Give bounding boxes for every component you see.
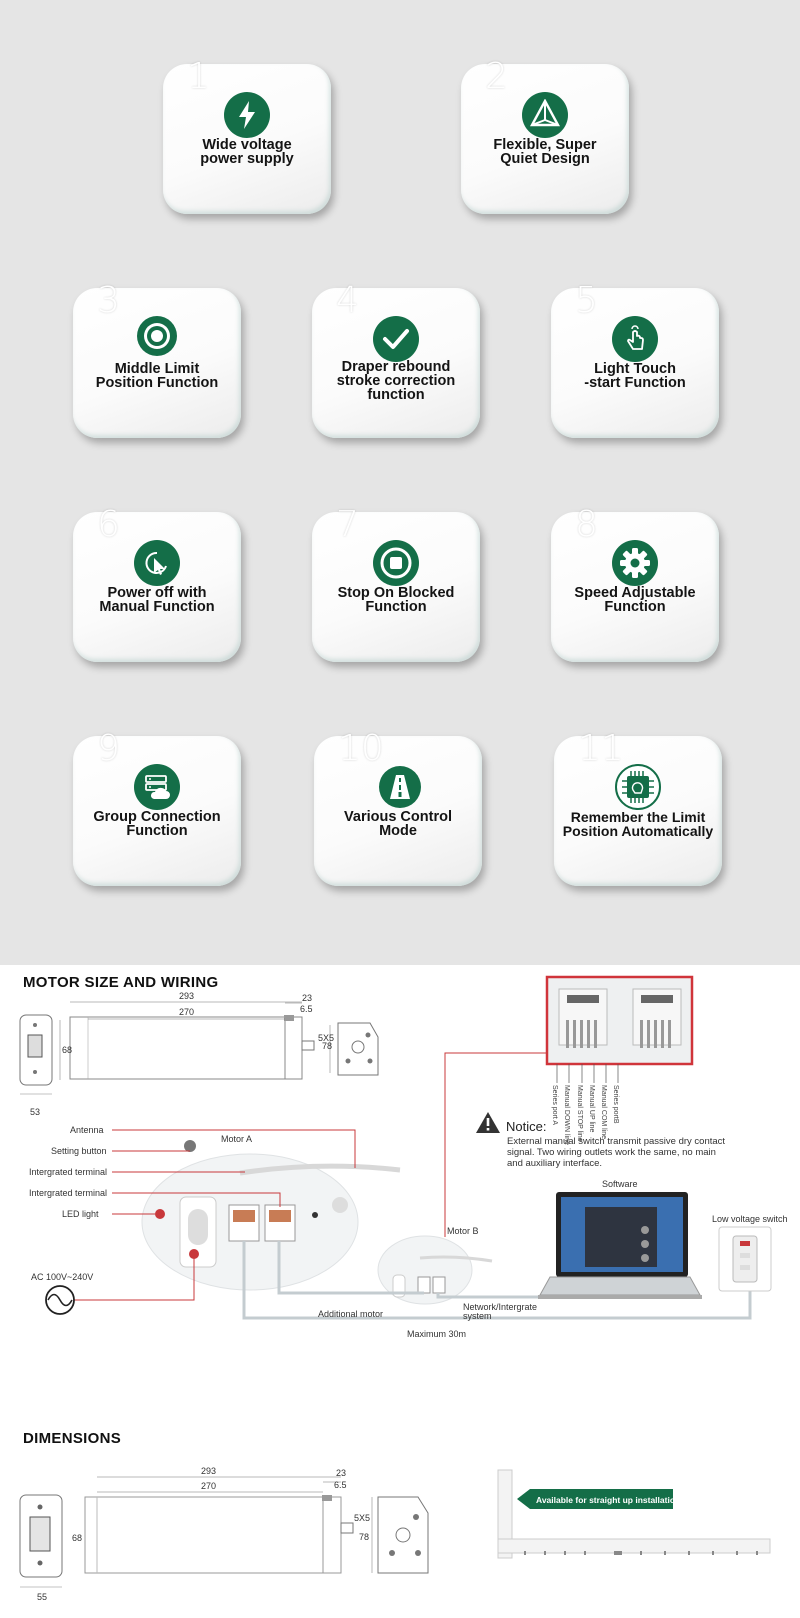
cloud-server-icon <box>134 764 180 810</box>
feature-card-6: 6 Power off with Manual Function <box>73 504 241 662</box>
chip-brain-icon <box>615 764 661 810</box>
feature-label: Group Connection Function <box>93 809 221 839</box>
feature-card-11: 11 Remember the Limit Position Automatic… <box>554 728 722 886</box>
maximum-distance-label: Maximum 30m <box>407 1329 466 1339</box>
dimensions-title: DIMENSIONS <box>23 1430 122 1447</box>
feature-number: 1 <box>187 56 210 97</box>
port-line-label: Manual COM line <box>600 1085 607 1139</box>
feature-number: 5 <box>575 280 598 321</box>
gear-icon <box>612 540 658 586</box>
additional-motor-label: Additional motor <box>318 1309 383 1319</box>
feature-label: Remember the Limit Position Automaticall… <box>562 809 714 839</box>
dimension-length-body: 270 <box>201 1481 216 1491</box>
dim-end-b: 6.5 <box>300 1004 313 1014</box>
port-line-label: Series port A <box>551 1085 558 1125</box>
motor-b-label: Motor B <box>447 1226 479 1236</box>
dim-length-total: 293 <box>179 991 194 1001</box>
dimension-length-total: 293 <box>201 1466 216 1476</box>
feature-number: 10 <box>338 728 384 769</box>
cursor-icon <box>134 540 180 586</box>
feature-card-2: 2 Flexible, Super Quiet Design <box>461 56 629 214</box>
feature-label: Stop On Blocked Function <box>337 585 455 615</box>
notice-text: External manual switch transmit passive … <box>507 1136 726 1169</box>
feature-card-9: 9 Group Connection Function <box>73 728 241 886</box>
feature-number: 3 <box>97 280 120 321</box>
setting-button-label: Setting button <box>51 1146 107 1156</box>
dimensions-drawing: 293 270 23 6.5 5X5 68 55 78 Available fo… <box>19 1466 771 1602</box>
feature-label: Flexible, Super Quiet Design <box>493 137 597 167</box>
terminal-label-2: Intergrated terminal <box>29 1188 107 1198</box>
feature-number: 6 <box>97 504 120 545</box>
rail-installation-drawing <box>497 1469 771 1559</box>
motor-a-label: Motor A <box>221 1134 252 1144</box>
feature-card-8: 8 Speed Adjustable Function <box>551 504 719 662</box>
touch-hand-icon <box>612 316 658 362</box>
feature-card-10: 10 Various Control Mode <box>314 728 482 886</box>
stop-icon <box>373 540 419 586</box>
port-line-label: Series portB <box>612 1085 619 1124</box>
road-icon <box>379 766 421 808</box>
feature-label: Draper rebound stroke correction functio… <box>336 359 456 403</box>
antenna-label: Antenna <box>70 1125 104 1135</box>
feature-number: 7 <box>336 504 359 545</box>
check-icon <box>373 316 419 362</box>
dimension-shaft: 5X5 <box>354 1513 370 1523</box>
warning-icon <box>476 1112 500 1133</box>
feature-number: 4 <box>336 280 359 321</box>
dim-shaft: 5X5 <box>318 1033 334 1043</box>
port-line-label: Manual UP line <box>588 1085 595 1132</box>
low-voltage-switch-label: Low voltage switch <box>712 1214 788 1224</box>
dimension-height-right: 78 <box>359 1532 369 1542</box>
features-panel: 1 Wide voltage power supply 2 Flexible, … <box>0 0 800 965</box>
terminal-label-1: Intergrated terminal <box>29 1167 107 1177</box>
feature-card-3: 3 Middle Limit Position Function <box>73 280 241 438</box>
wiring-diagram: 293 270 23 6.5 5X5 68 53 78 Series port … <box>19 975 788 1339</box>
lightning-icon <box>224 92 270 138</box>
dim-width-left: 53 <box>30 1107 40 1117</box>
motor-size-drawing <box>19 1001 379 1095</box>
feature-number: 9 <box>97 728 120 769</box>
low-voltage-switch-icon <box>718 1226 772 1292</box>
led-light-label: LED light <box>62 1209 99 1219</box>
feature-number: 8 <box>575 504 598 545</box>
laptop-icon <box>538 1192 702 1299</box>
feature-number: 2 <box>485 56 508 97</box>
feature-label: Light Touch -start Function <box>584 361 686 391</box>
port-closeup <box>545 975 694 1083</box>
port-line-label: Manual STOP line <box>576 1085 583 1142</box>
feature-card-1: 1 Wide voltage power supply <box>163 56 331 214</box>
dimension-width-left: 55 <box>37 1592 47 1602</box>
dim-height-left: 68 <box>62 1045 72 1055</box>
port-line-labels: Series port A Manual DOWN line Manual ST… <box>551 1085 619 1145</box>
feature-label: Various Control Mode <box>344 809 452 839</box>
install-label: Available for straight up installation <box>536 1495 680 1505</box>
notice-title: Notice: <box>506 1119 546 1134</box>
feature-label: Power off with Manual Function <box>99 585 215 615</box>
dim-end-a: 23 <box>302 993 312 1003</box>
feature-card-7: 7 Stop On Blocked Function <box>312 504 480 662</box>
ac-voltage-label: AC 100V~240V <box>31 1272 93 1282</box>
target-icon <box>137 316 177 356</box>
dim-length-body: 270 <box>179 1007 194 1017</box>
cube-icon <box>522 92 568 138</box>
dimension-end-a: 23 <box>336 1468 346 1478</box>
feature-label: Middle Limit Position Function <box>95 361 219 391</box>
feature-label: Speed Adjustable Function <box>574 585 696 615</box>
wiring-title: MOTOR SIZE AND WIRING <box>23 974 219 991</box>
dimension-end-b: 6.5 <box>334 1480 347 1490</box>
dimension-height-left: 68 <box>72 1533 82 1543</box>
port-line-label: Manual DOWN line <box>563 1085 570 1145</box>
dim-height-right: 78 <box>322 1041 332 1051</box>
feature-label: Wide voltage power supply <box>200 137 294 167</box>
feature-card-5: 5 Light Touch -start Function <box>551 280 719 438</box>
feature-number: 11 <box>578 728 624 769</box>
software-label: Software <box>602 1179 638 1189</box>
feature-card-4: 4 Draper rebound stroke correction funct… <box>312 280 480 438</box>
